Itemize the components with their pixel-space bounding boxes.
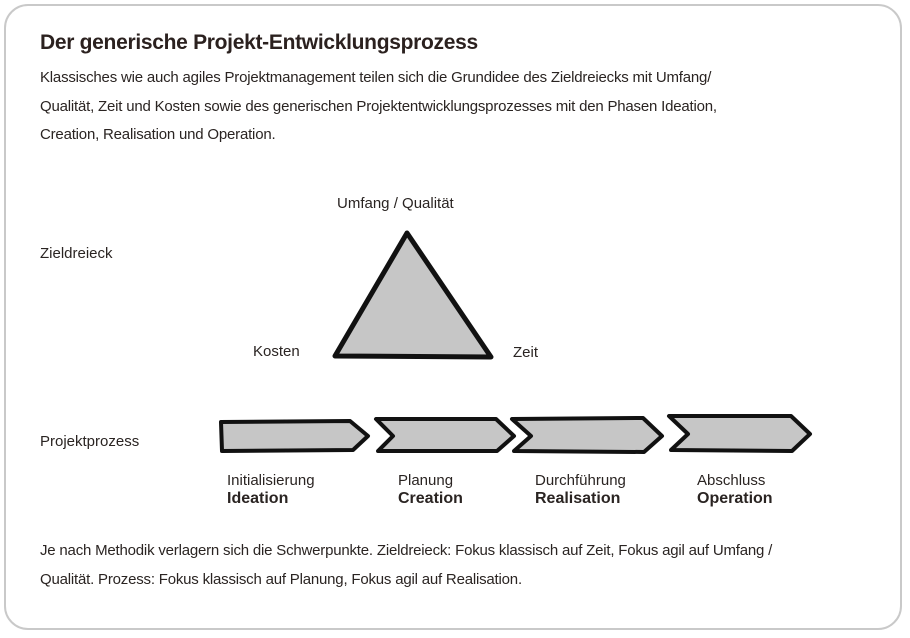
phase-classic: Initialisierung bbox=[227, 472, 315, 489]
goal-triangle bbox=[332, 230, 494, 360]
phase-agile: Ideation bbox=[227, 490, 289, 507]
outro-line: Qualität. Prozess: Fokus klassisch auf P… bbox=[40, 570, 522, 588]
phase-arrow-ideation bbox=[219, 419, 370, 453]
outro-text: Je nach Methodik verlagern sich die Schw… bbox=[40, 537, 772, 594]
triangle-label-top: Umfang / Qualität bbox=[337, 195, 454, 212]
phase-label: Initialisierung Ideation bbox=[227, 472, 315, 508]
phase-classic: Durchführung bbox=[535, 472, 626, 489]
intro-line: Qualität, Zeit und Kosten sowie des gene… bbox=[40, 97, 717, 115]
triangle-label-left: Kosten bbox=[253, 343, 300, 360]
phase-classic: Abschluss bbox=[697, 472, 766, 489]
phase-agile: Realisation bbox=[535, 490, 621, 507]
phase-agile: Operation bbox=[697, 490, 773, 507]
phase-arrow-realisation bbox=[510, 416, 664, 454]
phase-arrow-creation bbox=[374, 417, 516, 453]
phase-label: Durchführung Realisation bbox=[535, 472, 626, 508]
phase-classic: Planung bbox=[398, 472, 454, 489]
intro-line: Klassisches wie auch agiles Projektmanag… bbox=[40, 69, 712, 86]
phase-label: Abschluss Operation bbox=[697, 472, 773, 508]
triangle-label-right: Zeit bbox=[513, 344, 539, 361]
row-label-zieldreieck: Zieldreieck bbox=[40, 245, 113, 262]
phase-arrow-operation bbox=[667, 414, 812, 453]
outro-line: Je nach Methodik verlagern sich die Schw… bbox=[40, 542, 773, 559]
phase-agile: Creation bbox=[398, 490, 463, 507]
phase-label: Planung Creation bbox=[398, 472, 463, 508]
row-label-projektprozess: Projektprozess bbox=[40, 433, 140, 450]
page-title: Der generische Projekt-Entwicklungsproze… bbox=[40, 31, 478, 54]
intro-text: Klassisches wie auch agiles Projektmanag… bbox=[40, 64, 717, 150]
card bbox=[4, 4, 902, 630]
intro-line: Creation, Realisation und Operation. bbox=[40, 126, 276, 143]
